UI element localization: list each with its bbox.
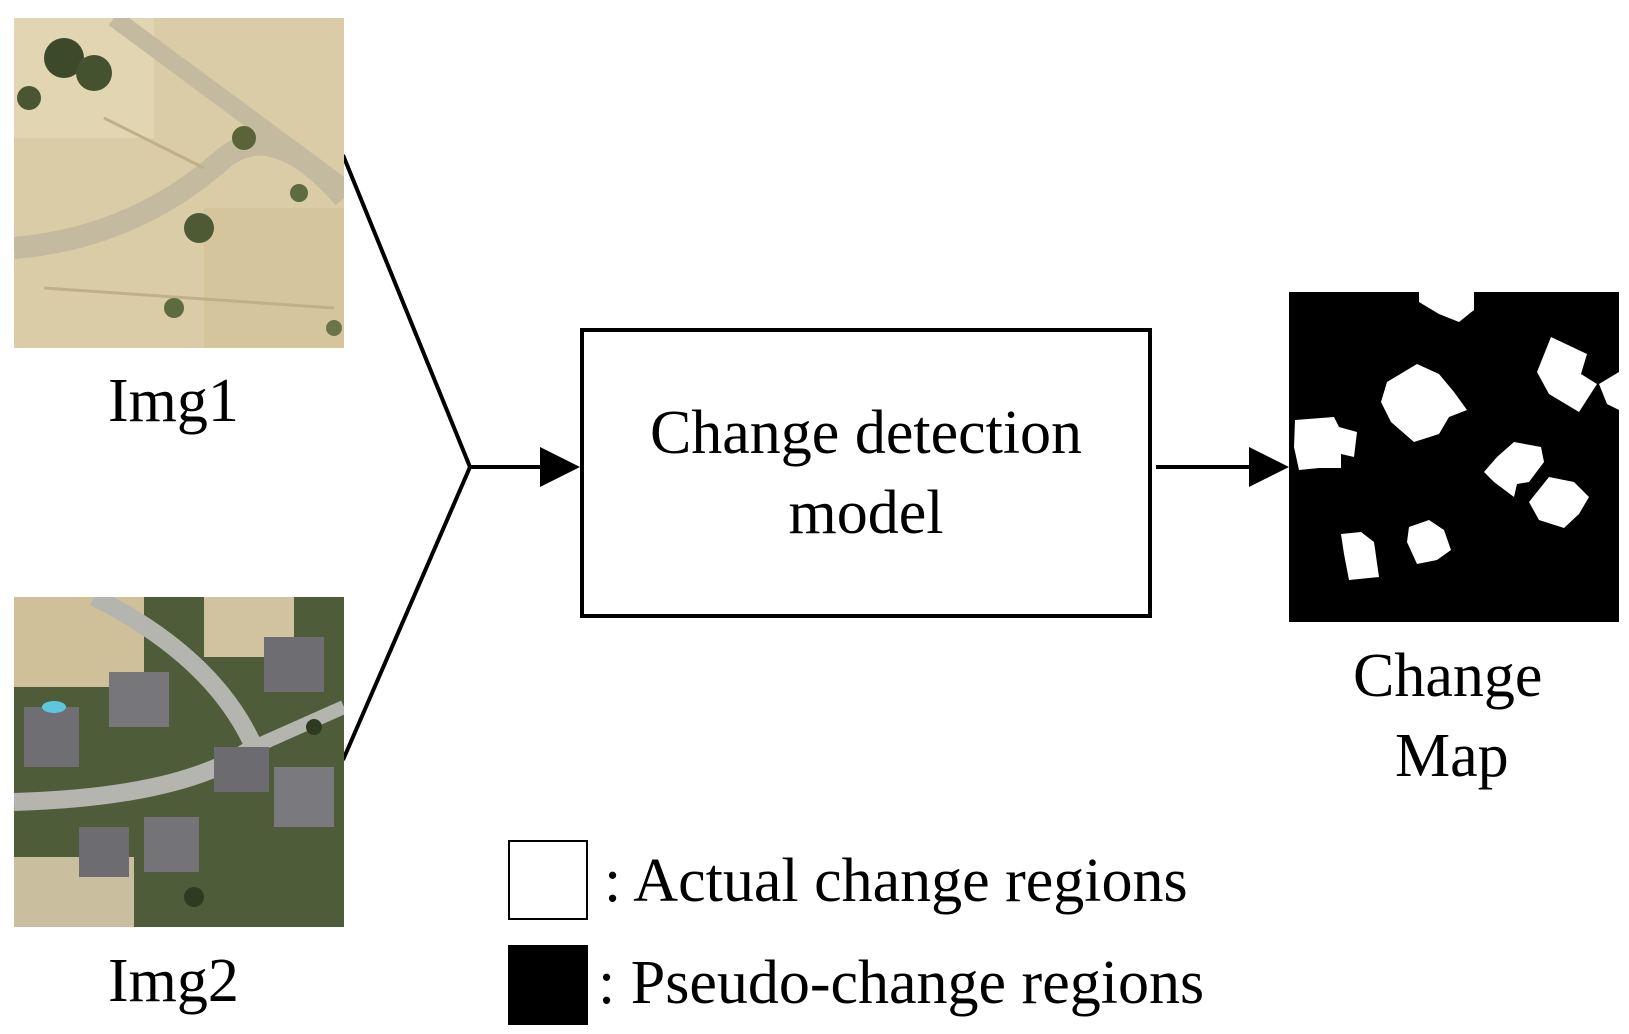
actual-change-legend-label: : Actual change regions — [604, 847, 1188, 915]
model-label-line2: model — [788, 479, 944, 547]
pseudo-change-swatch — [508, 945, 588, 1025]
model-label-line1: Change detection — [649, 399, 1083, 467]
change-map-label-line2: Map — [1395, 722, 1509, 790]
change-detection-model-box: Change detection model — [580, 328, 1152, 618]
img1-aerial-image — [14, 18, 344, 348]
img2-aerial-image — [14, 597, 344, 927]
pseudo-change-legend-label: : Pseudo-change regions — [598, 949, 1205, 1017]
img2-label: Img2 — [108, 947, 239, 1015]
img1-connector — [341, 154, 472, 468]
change-map-image — [1289, 292, 1619, 622]
change-map-label-line1: Change — [1353, 642, 1543, 710]
actual-change-swatch — [508, 840, 588, 920]
img1-label: Img1 — [108, 367, 239, 435]
img2-connector — [341, 466, 472, 761]
